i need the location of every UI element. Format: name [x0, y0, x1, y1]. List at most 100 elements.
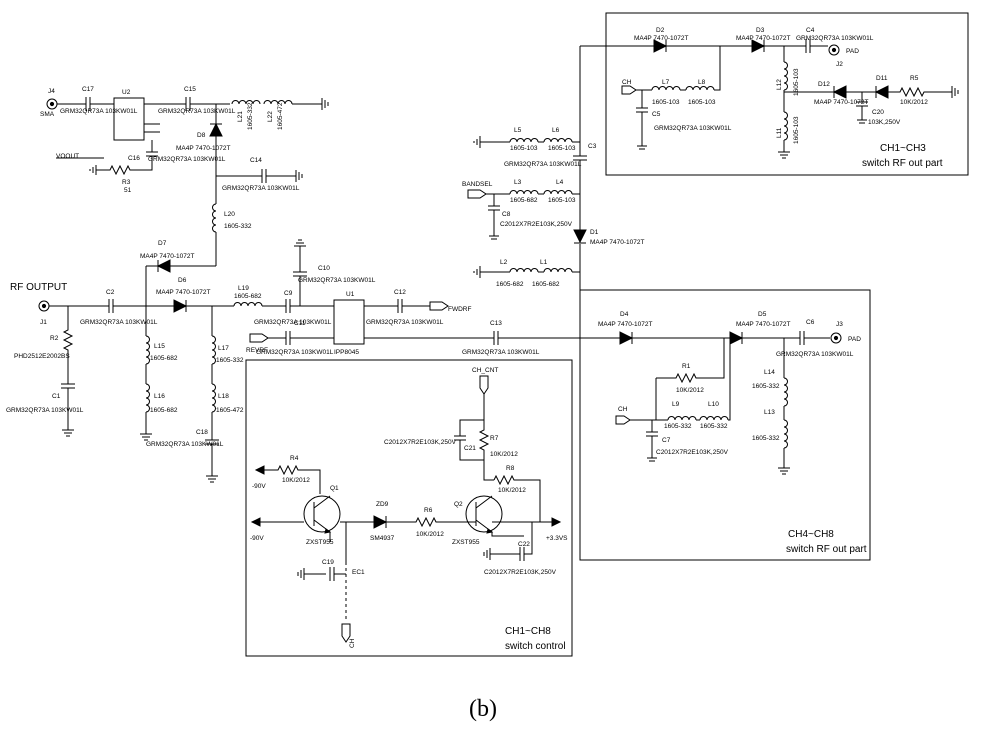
c12-val: GRM32QR73A 103KW01L: [366, 319, 444, 326]
bandsel-label: BANDSEL: [462, 181, 493, 188]
l11-coil: [783, 111, 788, 141]
c6-val: GRM32QR73A 103KW01L: [776, 351, 854, 358]
d4-ref: D4: [620, 311, 629, 318]
ctrl-box: [245, 359, 573, 657]
j2-label: J2: [836, 61, 843, 68]
c21-ref: C21: [464, 445, 476, 452]
l4-coil: [543, 190, 573, 195]
wire-c14: [216, 170, 303, 182]
l16-coil: [145, 383, 150, 413]
l22-ground: [292, 98, 329, 110]
l22-val: 1605-472: [277, 102, 284, 130]
c21-symbol: [454, 435, 466, 446]
ch-port-b: [615, 415, 631, 425]
ch-bar-label: CH: [349, 638, 356, 648]
d3-val: MA4P 7470-1072T: [736, 35, 790, 42]
l12-ref: L12: [776, 79, 783, 90]
l14-val: 1605-332: [752, 383, 780, 390]
l20-coil: [212, 203, 217, 233]
c19-symbol: [297, 522, 347, 581]
l2-ref: L2: [500, 259, 508, 266]
d4-val: MA4P 7470-1072T: [598, 321, 652, 328]
l21-ref: L21: [237, 111, 244, 122]
l17-ref: L17: [218, 345, 229, 352]
c3-ref: C3: [588, 143, 597, 150]
d7-symbol: [156, 259, 171, 273]
u1-ref: U1: [346, 291, 355, 298]
l13-coil: [783, 419, 788, 449]
d7-ref: D7: [158, 240, 167, 247]
r7-val: 10K/2012: [490, 451, 518, 458]
q2-ref: Q2: [454, 501, 463, 508]
j3-pad: PAD: [848, 336, 861, 343]
u2-chip: [113, 97, 145, 141]
j3-label: J3: [836, 321, 843, 328]
ec1-ref: EC1: [352, 569, 365, 576]
l9-coil: [667, 416, 697, 421]
d12-symbol: [832, 85, 847, 99]
ch-cnt-port: [479, 375, 489, 395]
l4-val: 1605-103: [548, 197, 576, 204]
c10-symbol: [293, 239, 307, 306]
l16-val: 1605-682: [150, 407, 178, 414]
u2-ref: U2: [122, 89, 131, 96]
c8-ref: C8: [502, 211, 511, 218]
c11-ref: C11: [294, 320, 306, 327]
c2-symbol: [108, 299, 114, 313]
c6-ref: C6: [806, 319, 815, 326]
r2-ref: R2: [50, 335, 59, 342]
l3-coil: [509, 190, 539, 195]
c15-val: GRM32QR73A 103KW01L: [158, 108, 236, 115]
d3-ref: D3: [756, 27, 765, 34]
r3-symbol: [96, 164, 140, 176]
figure-caption: (b): [469, 696, 497, 722]
c12-symbol: [397, 299, 403, 313]
d7-val: MA4P 7470-1072T: [140, 253, 194, 260]
c22-symbol: [490, 522, 533, 561]
c4-symbol: [805, 39, 811, 53]
sma-label: SMA: [40, 111, 55, 118]
l8-ref: L8: [698, 79, 706, 86]
revrf-port: [249, 333, 269, 343]
c9-ref: C9: [284, 290, 293, 297]
wire-q1-zd9-r6: [329, 516, 466, 542]
q1-val: ZXST955: [306, 539, 334, 546]
c17-ref: C17: [82, 86, 94, 93]
d8-ref: D8: [197, 132, 206, 139]
l9-ref: L9: [672, 401, 680, 408]
l2-val: 1605-682: [496, 281, 524, 288]
l8-coil: [685, 86, 715, 91]
l19-val: 1605-682: [234, 293, 262, 300]
q1-ref: Q1: [330, 485, 339, 492]
r1-symbol: [656, 338, 725, 384]
c17-symbol: [85, 97, 91, 111]
l10-coil: [699, 416, 729, 421]
ch13-box: [605, 12, 969, 176]
c14-ref: C14: [250, 157, 262, 164]
l5-coil: [509, 138, 539, 143]
c13-val: GRM32QR73A 103KW01L: [462, 349, 540, 356]
l7-val: 1605-103: [652, 99, 680, 106]
c22-val: C2012X7R2E103K,250V: [484, 569, 557, 576]
l19-ref: L19: [238, 285, 249, 292]
r8-ref: R8: [506, 465, 515, 472]
c2-val: GRM32QR73A 103KW01L: [80, 319, 158, 326]
c11-val: GRM32QR73A 103KW01L: [256, 349, 334, 356]
revrf-label: REVRF: [246, 347, 268, 354]
l1-coil: [543, 268, 573, 273]
j1-connector: [38, 300, 50, 312]
d2-ref: D2: [656, 27, 665, 34]
d1-symbol: [573, 229, 587, 244]
l18-val: 1605-472: [216, 407, 244, 414]
r5-val: 10K/2012: [900, 99, 928, 106]
d4-symbol: [619, 331, 634, 345]
r8-val: 10K/2012: [498, 487, 526, 494]
c20-val: 103K,250V: [868, 119, 901, 126]
r4-symbol: [260, 464, 321, 494]
d2-symbol: [653, 39, 668, 53]
d11-symbol: [874, 85, 889, 99]
u1-chip: [333, 299, 365, 345]
c18-val: GRM32QR73A 103KW01L: [146, 441, 224, 448]
d8-val: MA4P 7470-1072T: [176, 145, 230, 152]
j2-pad: PAD: [846, 48, 859, 55]
